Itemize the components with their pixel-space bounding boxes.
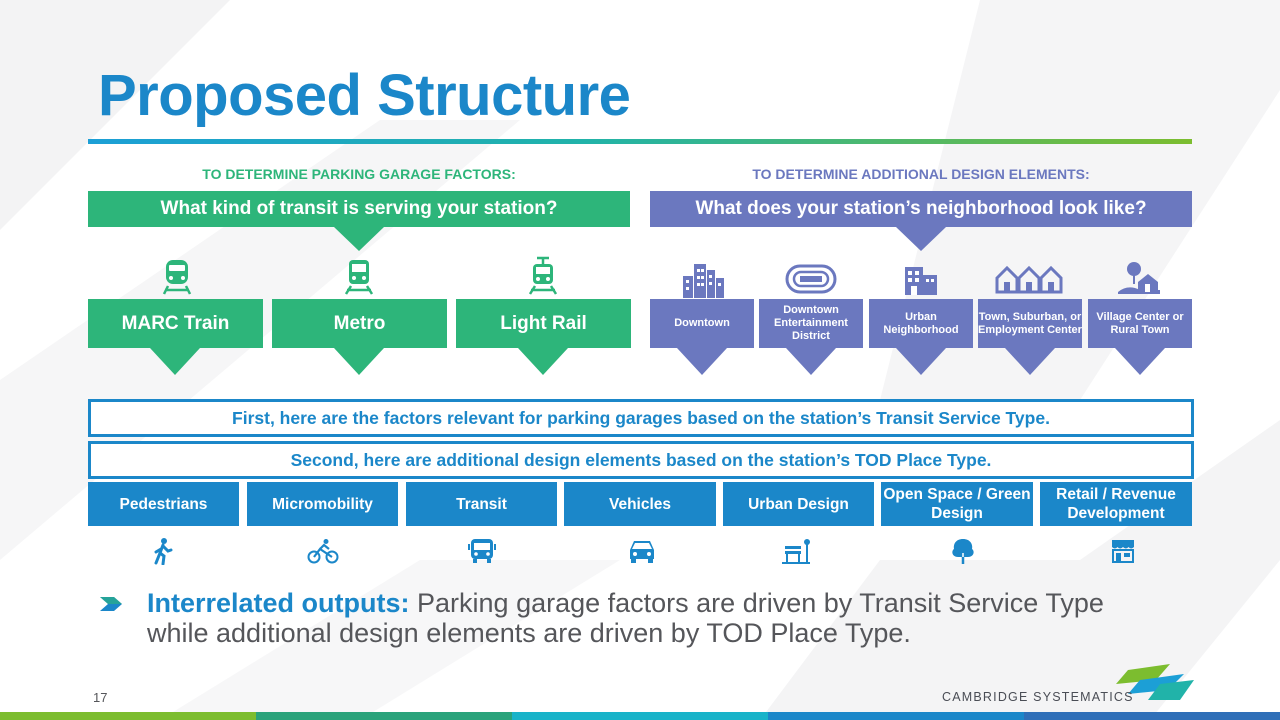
- option-town-suburban-employment[interactable]: Town, Suburban, or Employment Center: [978, 299, 1082, 348]
- urban-neighborhood-arrow: [896, 348, 946, 375]
- neighborhood-question: What does your station’s neighborhood lo…: [650, 191, 1192, 227]
- city-buildings-icon: [683, 264, 724, 298]
- entertainment-district-arrow: [786, 348, 836, 375]
- footer-bar-segment: [1024, 712, 1280, 720]
- stadium-icon: [785, 264, 837, 294]
- village-center-arrow: [1115, 348, 1165, 375]
- cambridge-systematics-logo: [1116, 664, 1194, 700]
- option-marc-train[interactable]: MARC Train: [88, 299, 263, 348]
- category-micromobility[interactable]: Micromobility: [247, 482, 398, 526]
- marc-train-arrow: [150, 348, 200, 375]
- transit-question-arrow: [334, 227, 384, 251]
- storefront-icon: [1112, 540, 1134, 563]
- category-vehicles[interactable]: Vehicles: [564, 482, 716, 526]
- houses-icon: [995, 265, 1063, 294]
- downtown-arrow: [677, 348, 727, 375]
- neighborhood-question-arrow: [896, 227, 946, 251]
- footer-bar-segment: [0, 712, 256, 720]
- category-pedestrians[interactable]: Pedestrians: [88, 482, 239, 526]
- town-suburban-arrow: [1005, 348, 1055, 375]
- train-icon: [162, 260, 192, 295]
- bicycle-icon: [307, 539, 339, 564]
- footer-bar-segment: [512, 712, 768, 720]
- option-metro[interactable]: Metro: [272, 299, 447, 348]
- pedestrian-icon: [154, 538, 173, 565]
- first-factors-band: First, here are the factors relevant for…: [88, 399, 1194, 437]
- light-rail-arrow: [518, 348, 568, 375]
- category-open-space[interactable]: Open Space / Green Design: [881, 482, 1033, 526]
- category-urban-design[interactable]: Urban Design: [723, 482, 874, 526]
- bullet-body: Parking garage factors are driven by Tra…: [147, 588, 1104, 648]
- bullet-interrelated-outputs: Interrelated outputs: Parking garage fac…: [147, 588, 1147, 648]
- second-design-band: Second, here are additional design eleme…: [88, 441, 1194, 479]
- bullet-arrow-icon: [100, 597, 122, 611]
- bullet-lead: Interrelated outputs:: [147, 588, 410, 618]
- option-urban-neighborhood[interactable]: Urban Neighborhood: [869, 299, 973, 348]
- option-village-center-rural-town[interactable]: Village Center or Rural Town: [1088, 299, 1192, 348]
- title-underline: [88, 139, 1192, 144]
- option-light-rail[interactable]: Light Rail: [456, 299, 631, 348]
- light-rail-icon: [528, 256, 558, 295]
- footer-bar-segment: [256, 712, 512, 720]
- metro-icon: [344, 260, 374, 295]
- bench-icon: [782, 539, 810, 564]
- footer-bar-segment: [768, 712, 1024, 720]
- page-title: Proposed Structure: [98, 63, 631, 128]
- parking-factors-label: TO DETERMINE PARKING GARAGE FACTORS:: [202, 166, 516, 182]
- tree-icon: [952, 539, 974, 564]
- option-downtown[interactable]: Downtown: [650, 299, 754, 348]
- design-elements-label: TO DETERMINE ADDITIONAL DESIGN ELEMENTS:: [752, 166, 1090, 182]
- transit-question: What kind of transit is serving your sta…: [88, 191, 630, 227]
- company-name: CAMBRIDGE SYSTEMATICS: [942, 690, 1134, 704]
- category-retail-revenue[interactable]: Retail / Revenue Development: [1040, 482, 1192, 526]
- page-number: 17: [93, 690, 108, 705]
- metro-arrow: [334, 348, 384, 375]
- bus-icon: [468, 539, 496, 563]
- car-icon: [630, 541, 654, 563]
- category-transit[interactable]: Transit: [406, 482, 557, 526]
- option-downtown-entertainment-district[interactable]: Downtown Entertainment District: [759, 299, 863, 348]
- village-icon: [1118, 262, 1160, 294]
- urban-building-icon: [905, 267, 937, 295]
